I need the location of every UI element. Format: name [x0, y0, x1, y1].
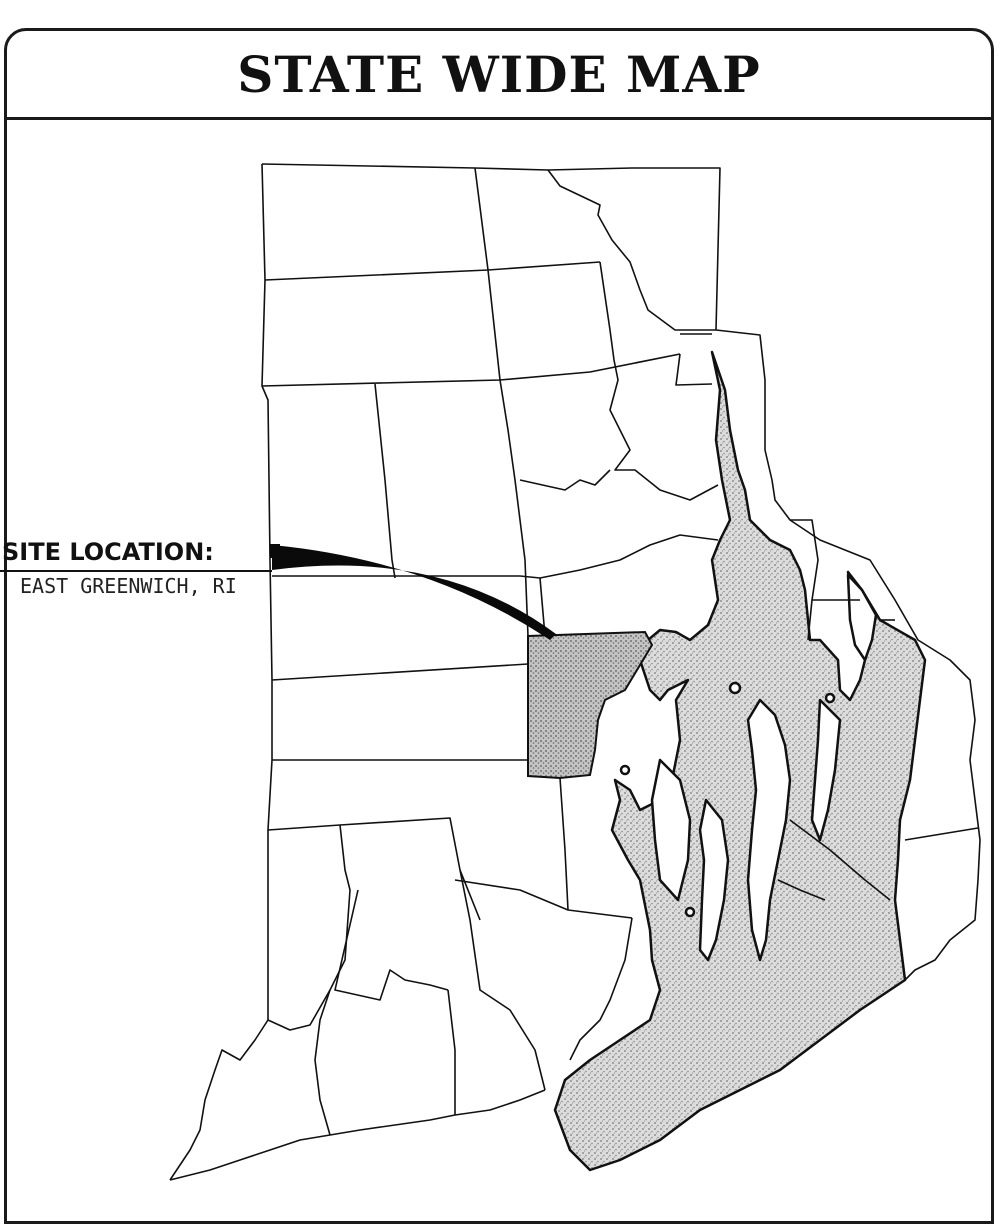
site-east-greenwich: [527, 630, 654, 780]
bay-water: [553, 350, 927, 1172]
site-pointer-tail: [270, 544, 280, 558]
map-frame: STATE WIDE MAP: [4, 28, 994, 1224]
site-location-label: SITE LOCATION:: [2, 538, 214, 566]
site-label-underline: [0, 570, 272, 572]
bay-islands: [619, 573, 878, 962]
site-location-town: EAST GREENWICH, RI: [20, 574, 237, 598]
site-pointer-arrow: [272, 545, 556, 640]
town-boundaries: [169, 163, 981, 1181]
title-bar: STATE WIDE MAP: [7, 31, 991, 120]
map-title: STATE WIDE MAP: [237, 44, 761, 104]
